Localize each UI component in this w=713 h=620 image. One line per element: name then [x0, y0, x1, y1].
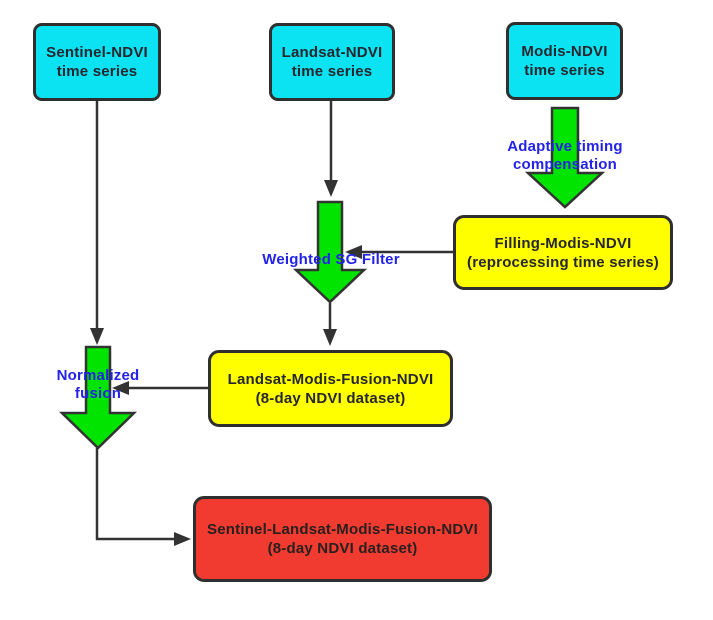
node-sentinel-ndvi-title: Sentinel-NDVI [46, 44, 148, 61]
label-adaptive-line2: compensation [512, 156, 618, 173]
arrowhead-normalized-to-output [174, 532, 191, 546]
line-normalized-to-output [95, 448, 175, 541]
label-normalized-fusion: Normalized fusion [28, 367, 168, 403]
arrowhead-sgfilter-to-fusion [323, 329, 337, 346]
node-landsat-ndvi-subtitle: time series [291, 63, 373, 80]
node-sentinel-ndvi-subtitle: time series [56, 63, 138, 80]
arrowhead-landsat-down [324, 180, 338, 197]
node-filling-modis-ndvi-title: Filling-Modis-NDVI [494, 234, 632, 252]
node-modis-ndvi: Modis-NDVI time series [506, 22, 623, 100]
node-landsat-ndvi: Landsat-NDVI time series [269, 23, 395, 101]
label-adaptive-line1: Adaptive timing [507, 138, 623, 155]
label-normalized-line1: Normalized [56, 367, 140, 384]
node-sentinel-landsat-modis-fusion-ndvi-subtitle: (8-day NDVI dataset) [267, 540, 418, 557]
node-landsat-modis-fusion-ndvi-title: Landsat-Modis-Fusion-NDVI [227, 370, 434, 388]
node-sentinel-landsat-modis-fusion-ndvi: Sentinel-Landsat-Modis-Fusion-NDVI (8-da… [193, 496, 492, 582]
node-sentinel-landsat-modis-fusion-ndvi-title: Sentinel-Landsat-Modis-Fusion-NDVI [207, 521, 478, 538]
arrowhead-sentinel-down [90, 328, 104, 345]
node-landsat-ndvi-title: Landsat-NDVI [281, 44, 383, 61]
arrowhead-filling-to-sgfilter [345, 245, 362, 259]
label-weighted-line1: Weighted SG Filter [262, 251, 400, 268]
node-modis-ndvi-title: Modis-NDVI [521, 43, 608, 60]
block-arrow-down-landsat [292, 200, 368, 304]
block-arrow-down-modis [524, 106, 606, 209]
node-filling-modis-ndvi: Filling-Modis-NDVI (reprocessing time se… [453, 215, 673, 290]
node-landsat-modis-fusion-ndvi-subtitle: (8-day NDVI dataset) [255, 389, 406, 407]
block-arrow-down-sentinel [58, 345, 138, 450]
label-adaptive-timing-compensation: Adaptive timing compensation [485, 138, 645, 174]
arrowhead-fusion-to-normalized [112, 381, 129, 395]
label-weighted-sg-filter: Weighted SG Filter [241, 251, 421, 269]
node-sentinel-ndvi: Sentinel-NDVI time series [33, 23, 161, 101]
label-normalized-line2: fusion [74, 385, 122, 402]
node-filling-modis-ndvi-subtitle: (reprocessing time series) [467, 253, 659, 271]
node-landsat-modis-fusion-ndvi: Landsat-Modis-Fusion-NDVI (8-day NDVI da… [208, 350, 453, 427]
node-modis-ndvi-subtitle: time series [524, 62, 605, 79]
